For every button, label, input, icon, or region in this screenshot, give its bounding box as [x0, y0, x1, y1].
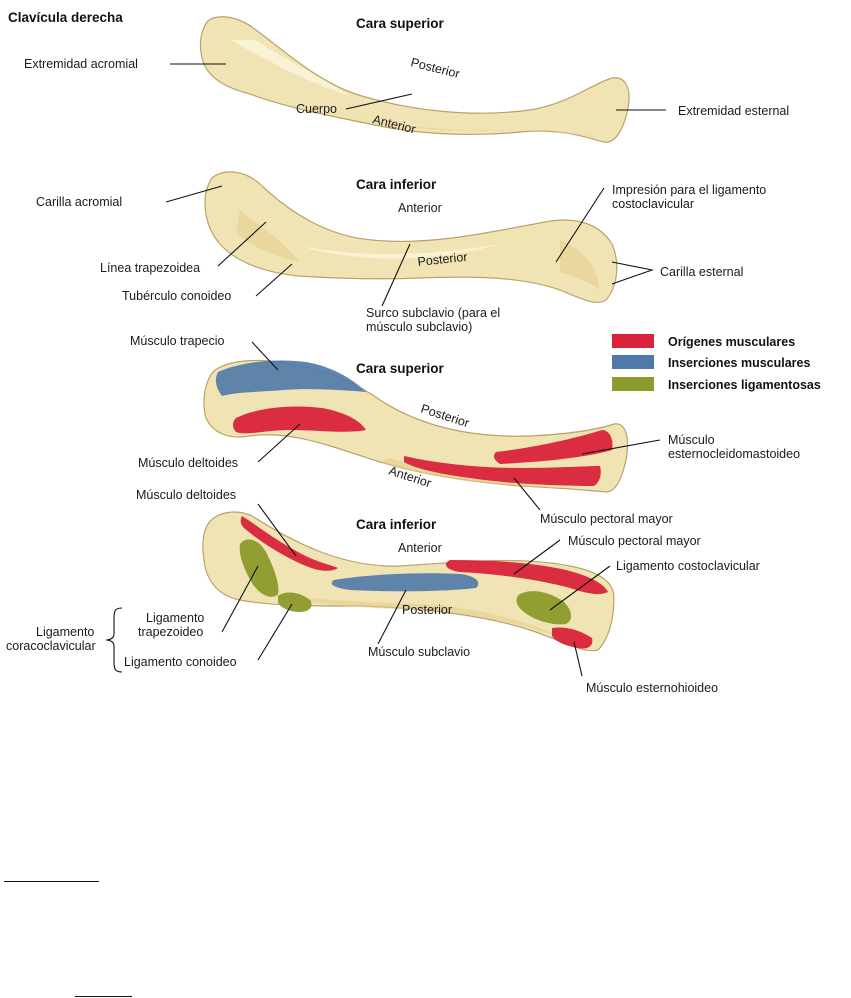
subclavio-insertion-area	[331, 573, 479, 592]
bone-highlight-1	[230, 40, 350, 96]
label-surco-subclavio-2: músculo subclavio)	[366, 320, 472, 334]
costoclavicular-ligament-area	[516, 591, 572, 625]
figure-svg: Clavícula derecha Cara superior Posterio…	[6, 10, 821, 695]
view-2-anterior-label: Anterior	[398, 201, 442, 215]
legend-label-origins: Orígenes musculares	[668, 335, 795, 349]
legend-label-insertions: Inserciones musculares	[668, 356, 810, 370]
leader-musculo-deltoides-a	[257, 423, 301, 463]
label-pectoral-mayor-b: Músculo pectoral mayor	[568, 534, 701, 548]
pectoral-origin-area-1	[404, 456, 601, 486]
clavicle-bone-1	[199, 16, 630, 143]
bone-view-1	[199, 16, 630, 143]
leader-esternocleido	[581, 439, 661, 455]
label-musculo-deltoides-a: Músculo deltoides	[138, 456, 238, 470]
view-4-posterior-label: Posterior	[402, 603, 452, 617]
legend-label-ligaments: Inserciones ligamentosas	[668, 378, 821, 392]
leader-ligamento-conoideo	[257, 603, 293, 661]
leader-surco-subclavio	[381, 243, 411, 307]
conoideo-ligament-area	[278, 592, 312, 612]
leader-musculo-deltoides-b	[257, 503, 297, 557]
leader-tuberculo-conoideo	[255, 263, 293, 297]
footnote-rule-2	[75, 996, 132, 997]
label-carilla-acromial: Carilla acromial	[36, 195, 122, 209]
label-ligamento-costoclavicular: Ligamento costoclavicular	[616, 559, 760, 573]
label-esternocleido-2: esternocleidomastoideo	[668, 447, 800, 461]
view-1-heading: Cara superior	[356, 16, 445, 31]
leader-carilla-esternal	[611, 261, 655, 285]
label-musculo-esternohioideo: Músculo esternohioideo	[586, 681, 718, 695]
bone-highlight-2	[300, 244, 500, 259]
trapezoideo-ligament-area	[239, 539, 279, 597]
label-tuberculo-conoideo: Tubérculo conoideo	[122, 289, 231, 303]
leader-ligamento-costoclavicular	[549, 565, 611, 611]
footnote-rule-1	[4, 881, 99, 882]
esternohioideo-origin-area	[552, 627, 593, 649]
label-musculo-trapecio: Músculo trapecio	[130, 334, 225, 348]
pectoral-origin-area-2	[445, 560, 608, 595]
view-2-posterior-label: Posterior	[417, 250, 468, 269]
label-musculo-deltoides-b: Músculo deltoides	[136, 488, 236, 502]
view-3-heading: Cara superior	[356, 361, 445, 376]
label-impresion-2: costoclavicular	[612, 197, 694, 211]
bone-shade-2	[236, 210, 300, 262]
deltoides-origin-area-1	[233, 406, 366, 434]
view-4-anterior-label: Anterior	[398, 541, 442, 555]
figure-title: Clavícula derecha	[8, 10, 123, 25]
leader-pectoral-mayor-b	[513, 539, 561, 575]
label-esternocleido-1: Músculo	[668, 433, 715, 447]
label-ligamento-trapezoideo-2: trapezoideo	[138, 625, 203, 639]
label-coracoclavicular-1: Ligamento	[36, 625, 94, 639]
label-linea-trapezoidea: Línea trapezoidea	[100, 261, 200, 275]
leader-ligamento-trapezoideo	[221, 565, 259, 633]
legend: Orígenes musculares Inserciones muscular…	[612, 334, 821, 392]
trapecio-insertion-area	[215, 360, 366, 396]
bone-shade-2b	[560, 240, 600, 290]
label-ligamento-conoideo: Ligamento conoideo	[124, 655, 237, 669]
legend-swatch-ligaments	[612, 377, 654, 391]
leader-carilla-acromial	[165, 185, 223, 203]
leader-musculo-esternohioideo	[573, 641, 583, 677]
label-extremidad-acromial: Extremidad acromial	[24, 57, 138, 71]
bone-shade-3	[380, 458, 560, 488]
leader-cuerpo	[345, 93, 413, 110]
clavicle-anatomy-figure: Clavícula derecha Cara superior Posterio…	[6, 10, 821, 695]
view-4-heading: Cara inferior	[356, 517, 437, 532]
leader-linea-trapezoidea	[217, 221, 267, 267]
view-2-heading: Cara inferior	[356, 177, 437, 192]
bone-shade-4	[250, 590, 570, 640]
label-coracoclavicular-2: coracoclavicular	[6, 639, 96, 653]
leader-pectoral-mayor-a	[513, 477, 541, 511]
label-cuerpo: Cuerpo	[296, 102, 337, 116]
leader-musculo-trapecio	[251, 341, 279, 371]
esternocleido-origin-area	[493, 430, 613, 464]
view-1-posterior-label: Posterior	[409, 55, 461, 81]
leader-musculo-subclavio	[377, 589, 407, 645]
bone-shade-1	[250, 92, 600, 138]
label-carilla-esternal: Carilla esternal	[660, 265, 743, 279]
label-ligamento-trapezoideo-1: Ligamento	[146, 611, 204, 625]
legend-swatch-origins	[612, 334, 654, 348]
coracoclavicular-brace	[105, 607, 123, 673]
label-surco-subclavio-1: Surco subclavio (para el	[366, 306, 500, 320]
label-pectoral-mayor-a: Músculo pectoral mayor	[540, 512, 673, 526]
legend-swatch-insertions	[612, 355, 654, 369]
leader-impresion	[555, 187, 605, 263]
deltoides-origin-area-2	[240, 516, 338, 571]
label-extremidad-esternal: Extremidad esternal	[678, 104, 789, 118]
label-musculo-subclavio: Músculo subclavio	[368, 645, 470, 659]
label-impresion-1: Impresión para el ligamento	[612, 183, 766, 197]
